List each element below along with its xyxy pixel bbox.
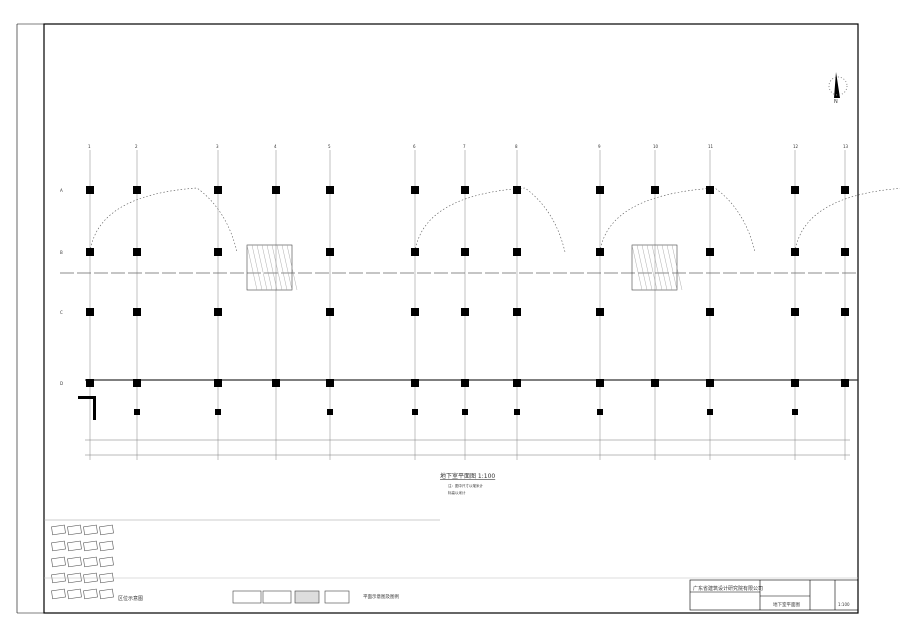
grid-label: 1 xyxy=(88,144,91,149)
sheet-frame xyxy=(16,23,859,614)
grid-label: 7 xyxy=(463,144,466,149)
column xyxy=(791,248,799,256)
column xyxy=(272,379,280,387)
column xyxy=(651,186,659,194)
row-label: A xyxy=(60,188,63,193)
column xyxy=(651,379,659,387)
column xyxy=(513,308,521,316)
column xyxy=(462,409,468,415)
scale-value: 1:100 xyxy=(838,602,850,607)
grid-label: 2 xyxy=(135,144,138,149)
column xyxy=(791,308,799,316)
column xyxy=(706,379,714,387)
title-block xyxy=(44,577,859,611)
column xyxy=(791,186,799,194)
legend-symbols xyxy=(232,590,350,604)
column xyxy=(133,186,141,194)
column xyxy=(596,379,604,387)
column xyxy=(411,248,419,256)
stair-core xyxy=(246,244,293,291)
north-label: N xyxy=(834,99,838,105)
column xyxy=(326,248,334,256)
columns xyxy=(86,186,849,415)
column xyxy=(411,379,419,387)
column xyxy=(514,409,520,415)
north-arrow-icon xyxy=(828,72,848,98)
grid-label: 12 xyxy=(793,144,799,149)
column xyxy=(411,186,419,194)
column xyxy=(86,186,94,194)
column xyxy=(597,409,603,415)
column xyxy=(214,186,222,194)
column xyxy=(86,379,94,387)
column xyxy=(215,409,221,415)
column xyxy=(706,308,714,316)
column xyxy=(513,248,521,256)
column xyxy=(86,308,94,316)
grid-label: 4 xyxy=(274,144,277,149)
column xyxy=(706,248,714,256)
column xyxy=(326,379,334,387)
column xyxy=(707,409,713,415)
note-2: 标高以米计 xyxy=(448,490,466,495)
sheet-name: 地下室平面图 xyxy=(773,601,800,608)
column xyxy=(841,379,849,387)
grid-label: 11 xyxy=(708,144,714,149)
column xyxy=(841,308,849,316)
column xyxy=(86,248,94,256)
column xyxy=(791,379,799,387)
column xyxy=(214,379,222,387)
column xyxy=(214,248,222,256)
corner-mark xyxy=(78,396,96,420)
column xyxy=(461,308,469,316)
grid-label: 5 xyxy=(328,144,331,149)
drawing-title: 地下室平面图 1:100 xyxy=(440,472,495,480)
note-1: 注：图中尺寸以毫米计 xyxy=(448,483,483,488)
row-label: D xyxy=(60,381,63,386)
stair-core xyxy=(631,244,678,291)
column xyxy=(461,248,469,256)
grid-label: 3 xyxy=(216,144,219,149)
column xyxy=(327,409,333,415)
column xyxy=(596,248,604,256)
column xyxy=(513,379,521,387)
column xyxy=(133,308,141,316)
legend-label: 平面示意图及图例 xyxy=(363,593,399,600)
row-label: C xyxy=(60,310,63,315)
grid-label: 8 xyxy=(515,144,518,149)
company-name: 广东省建筑设计研究院有限公司 xyxy=(693,585,763,592)
column xyxy=(134,409,140,415)
column xyxy=(133,248,141,256)
grid-label: 9 xyxy=(598,144,601,149)
column xyxy=(792,409,798,415)
column xyxy=(596,186,604,194)
column xyxy=(841,248,849,256)
key-plan-label: 区位示意图 xyxy=(118,595,143,602)
column xyxy=(412,409,418,415)
grid-label: 6 xyxy=(413,144,416,149)
column xyxy=(513,186,521,194)
grid-label: 13 xyxy=(843,144,849,149)
column xyxy=(326,186,334,194)
column xyxy=(461,379,469,387)
column xyxy=(272,186,280,194)
column xyxy=(326,308,334,316)
column xyxy=(461,186,469,194)
grid-label: 10 xyxy=(653,144,659,149)
key-plan xyxy=(51,524,114,600)
row-label: B xyxy=(60,250,63,255)
column xyxy=(706,186,714,194)
column xyxy=(411,308,419,316)
column xyxy=(214,308,222,316)
column xyxy=(133,379,141,387)
column xyxy=(841,186,849,194)
column xyxy=(596,308,604,316)
